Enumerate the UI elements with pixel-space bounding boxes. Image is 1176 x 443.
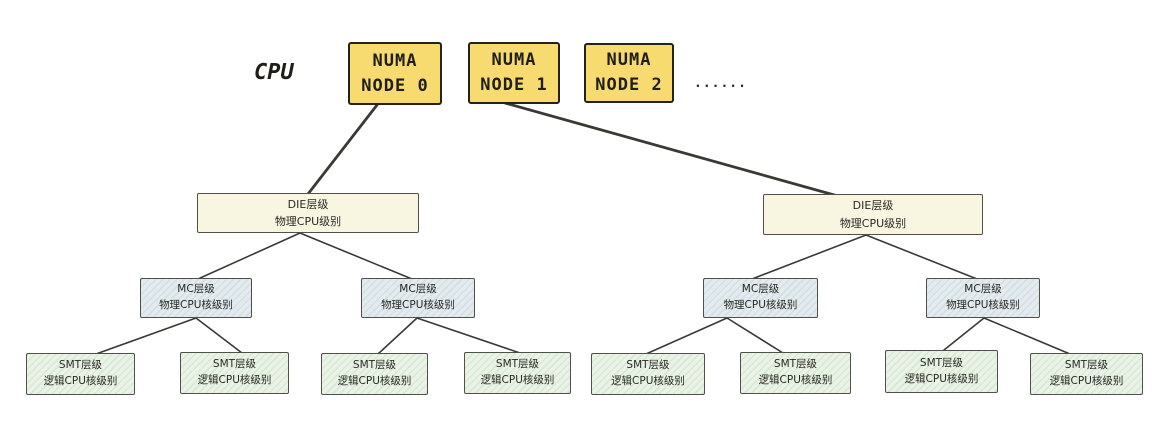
numa-node-0-line1: NUMA <box>372 50 418 71</box>
mc-box-4: MC层级 物理CPU核级别 <box>926 278 1040 318</box>
numa-node-0-line2: NODE 0 <box>361 75 429 96</box>
mc-box-1: MC层级 物理CPU核级别 <box>140 278 252 318</box>
mc-4-line2: 物理CPU核级别 <box>946 299 1020 311</box>
mc-2-line1: MC层级 <box>399 283 437 296</box>
smt-2-line2: 逻辑CPU核级别 <box>197 374 272 386</box>
connector-mc4-smt7 <box>943 317 985 351</box>
connector-mc3-smt6 <box>726 317 784 354</box>
smt-6-line2: 逻辑CPU核级别 <box>758 374 833 386</box>
smt-box-6: SMT层级 逻辑CPU核级别 <box>740 352 851 394</box>
smt-8-line1: SMT层级 <box>1064 359 1109 372</box>
smt-box-8: SMT层级 逻辑CPU核级别 <box>1030 353 1143 395</box>
smt-4-line1: SMT层级 <box>495 358 540 371</box>
smt-5-line1: SMT层级 <box>626 359 670 372</box>
numa-node-1-line1: NUMA <box>491 50 537 71</box>
mc-4-line1: MC层级 <box>964 283 1002 296</box>
mc-box-2: MC层级 物理CPU核级别 <box>361 278 475 318</box>
numa-node-1-line2: NODE 1 <box>480 75 548 95</box>
connector-mc1-smt1 <box>95 317 197 355</box>
mc-1-line1: MC层级 <box>177 283 215 296</box>
die-left-line2: 物理CPU级别 <box>274 215 342 228</box>
mc-box-3: MC层级 物理CPU核级别 <box>703 278 818 318</box>
smt-8-line2: 逻辑CPU核级别 <box>1049 375 1124 387</box>
smt-5-line2: 逻辑CPU核级别 <box>611 375 685 387</box>
connector-numa1-die-right <box>503 101 847 200</box>
connector-numa0-die-left <box>306 103 379 196</box>
smt-box-5: SMT层级 逻辑CPU核级别 <box>591 353 705 395</box>
ellipsis-label: ...... <box>694 76 747 91</box>
mc-3-line1: MC层级 <box>741 283 780 296</box>
smt-2-line1: SMT层级 <box>212 358 257 371</box>
connector-mc1-smt2 <box>195 317 243 354</box>
smt-box-7: SMT层级 逻辑CPU核级别 <box>885 350 998 393</box>
mc-3-line2: 物理CPU核级别 <box>723 299 798 311</box>
numa-node-2-line2: NODE 2 <box>595 75 663 95</box>
smt-1-line1: SMT层级 <box>58 359 103 372</box>
die-left-line1: DIE层级 <box>287 197 329 211</box>
connector-mc3-smt5 <box>645 317 728 355</box>
smt-box-4: SMT层级 逻辑CPU核级别 <box>464 352 571 394</box>
connector-dieleft-mc1 <box>197 232 301 280</box>
smt-box-1: SMT层级 逻辑CPU核级别 <box>26 353 135 395</box>
numa-node-2-line1: NUMA <box>606 50 652 71</box>
numa-node-2-box: NUMA NODE 2 <box>584 43 674 103</box>
smt-3-line2: 逻辑CPU核级别 <box>337 375 412 387</box>
numa-node-1-box: NUMA NODE 1 <box>468 42 560 104</box>
smt-4-line2: 逻辑CPU核级别 <box>480 374 555 386</box>
die-box-left: DIE层级 物理CPU级别 <box>197 193 419 233</box>
smt-6-line1: SMT层级 <box>773 358 818 371</box>
smt-7-line2: 逻辑CPU核级别 <box>904 372 979 385</box>
connector-dieleft-mc2 <box>299 232 413 280</box>
connector-dieright-mc4 <box>865 234 978 280</box>
cpu-label: CPU <box>254 60 294 85</box>
mc-2-line2: 物理CPU核级别 <box>381 299 455 311</box>
die-box-right: DIE层级 物理CPU级别 <box>763 194 983 235</box>
numa-node-0-box: NUMA NODE 0 <box>348 42 442 105</box>
connector-dieright-mc3 <box>751 234 867 280</box>
connector-mc4-smt8 <box>983 317 1071 355</box>
smt-1-line2: 逻辑CPU核级别 <box>43 375 118 387</box>
die-right-line1: DIE层级 <box>852 199 894 213</box>
connector-mc2-smt4 <box>416 317 521 354</box>
connector-mc2-smt3 <box>377 317 418 355</box>
smt-box-2: SMT层级 逻辑CPU核级别 <box>180 352 289 394</box>
smt-box-3: SMT层级 逻辑CPU核级别 <box>321 353 428 395</box>
smt-7-line1: SMT层级 <box>919 356 964 369</box>
mc-1-line2: 物理CPU核级别 <box>159 299 233 311</box>
smt-3-line1: SMT层级 <box>352 359 397 372</box>
die-right-line2: 物理CPU级别 <box>839 216 907 230</box>
